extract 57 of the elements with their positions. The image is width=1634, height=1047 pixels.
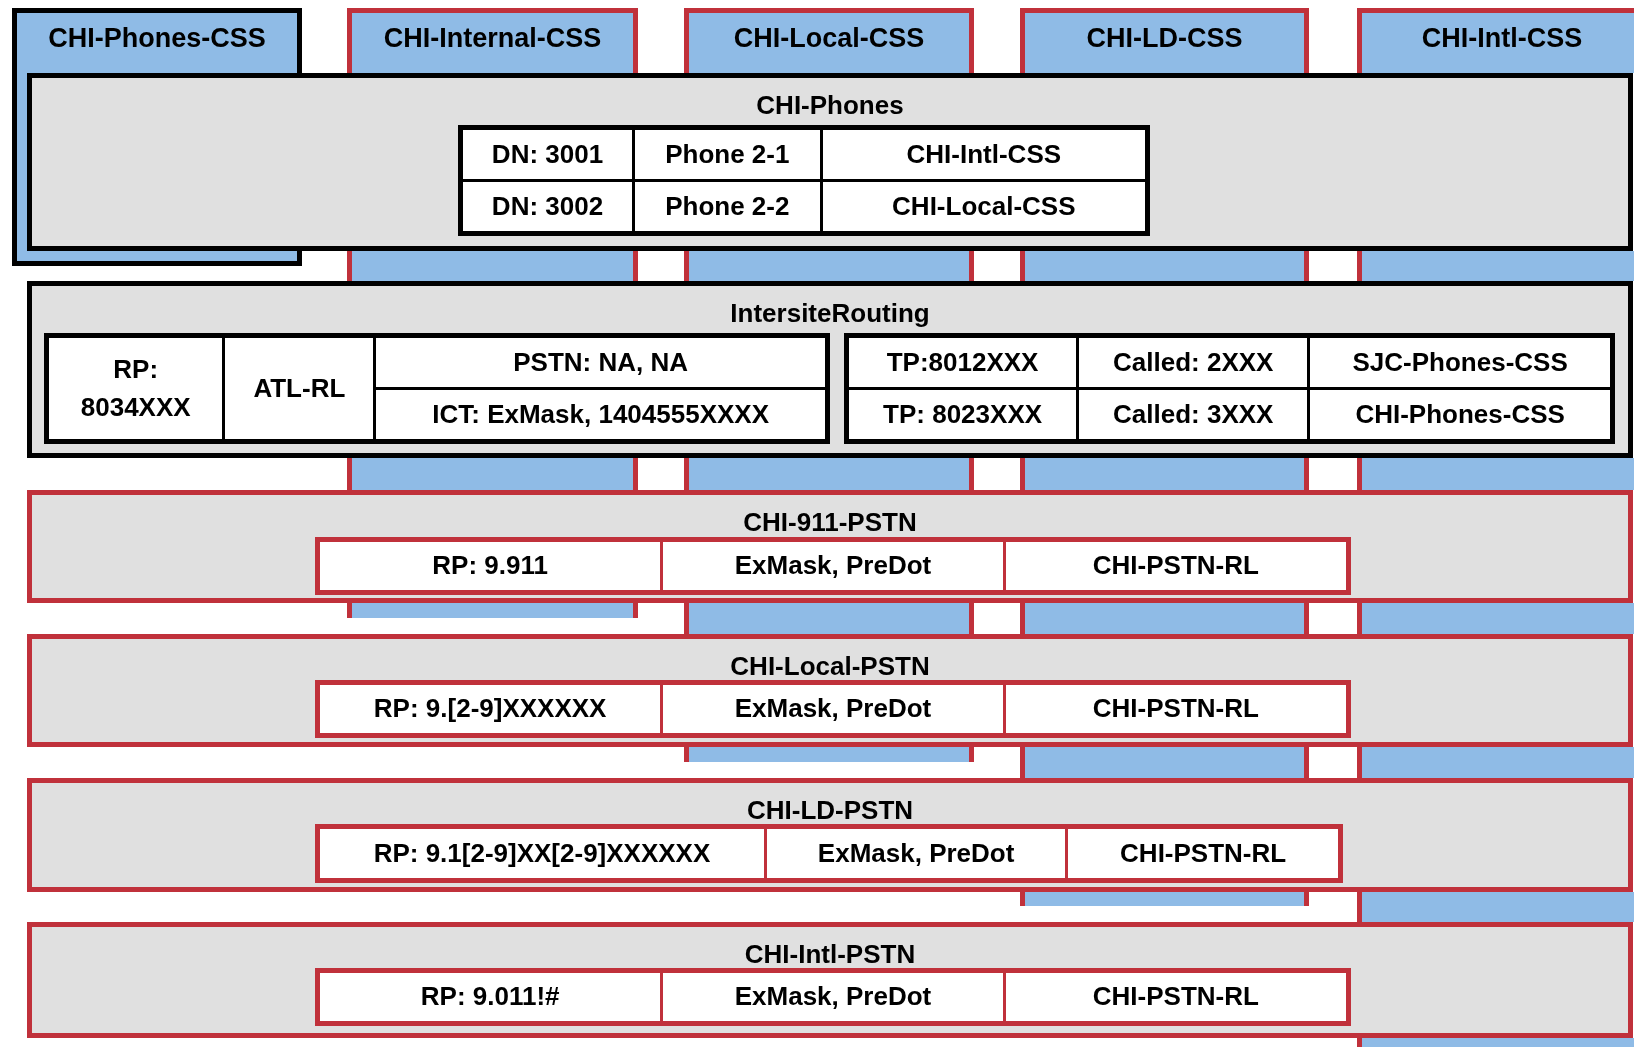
table-cell: CHI-Local-CSS [822,182,1145,231]
table-cell: Phone 2-1 [635,130,820,179]
column-heading: CHI-Phones-CSS [47,23,267,54]
table-cell: TP: 8023XXX [849,390,1077,439]
table-cell: RP: 8034XXX [49,338,223,439]
table-cell: CHI-Phones-CSS [1310,390,1610,439]
table-cell: RP: 9.[2-9]XXXXXX [320,685,661,733]
table-cell: Called: 2XXX [1079,338,1308,387]
route-table [315,680,1351,738]
calling-search-space-column [347,8,638,73]
table-cell: ExMask, PreDot [663,685,1003,733]
table-cell: Phone 2-2 [635,182,820,231]
table-cell: CHI-PSTN-RL [1068,829,1338,878]
partition-panel [27,778,1633,892]
table-cell: ICT: ExMask, 1404555XXXX [376,390,825,439]
route-table [315,968,1351,1026]
table-cell: DN: 3002 [463,182,632,231]
route-table [315,537,1351,595]
partition-title: CHI-911-PSTN [742,507,918,538]
partition-panel [27,73,1633,251]
table-cell: RP: 9.1[2-9]XX[2-9]XXXXXX [320,829,764,878]
route-table [844,333,1615,444]
table-cell: DN: 3001 [463,130,632,179]
calling-search-space-column [684,8,974,73]
column-heading: CHI-LD-CSS [1085,23,1244,54]
column-heading: CHI-Local-CSS [732,23,926,54]
table-cell: Called: 3XXX [1079,390,1308,439]
table-cell: ExMask, PreDot [663,973,1003,1021]
calling-search-space-column [1357,8,1634,73]
partition-panel [27,922,1633,1038]
table-cell: SJC-Phones-CSS [1310,338,1610,387]
partition-title: CHI-Phones [755,90,905,121]
partition-title: CHI-Local-PSTN [729,651,931,682]
partition-panel [27,490,1633,603]
table-cell: ATL-RL [225,338,374,439]
table-cell: PSTN: NA, NA [376,338,825,387]
table-cell: TP:8012XXX [849,338,1077,387]
table-cell: CHI-PSTN-RL [1005,685,1346,733]
partition-title: IntersiteRouting [729,298,931,329]
column-heading: CHI-Intl-CSS [1420,23,1584,54]
table-cell: RP: 9.911 [320,542,661,590]
route-table [44,333,830,444]
table-cell: CHI-PSTN-RL [1005,973,1346,1021]
partition-title: CHI-Intl-PSTN [743,939,917,970]
route-table [315,824,1343,883]
partition-panel [27,634,1633,747]
calling-search-space-column [1020,8,1309,73]
calling-search-space-column [12,8,302,73]
table-cell: CHI-Intl-CSS [822,130,1145,179]
partition-title: CHI-LD-PSTN [745,795,915,826]
partition-panel [27,281,1633,458]
column-heading: CHI-Internal-CSS [382,23,603,54]
table-cell: ExMask, PreDot [766,829,1066,878]
table-cell: ExMask, PreDot [663,542,1003,590]
table-cell: RP: 9.011!# [320,973,661,1021]
route-table [458,125,1150,236]
table-cell: CHI-PSTN-RL [1005,542,1346,590]
